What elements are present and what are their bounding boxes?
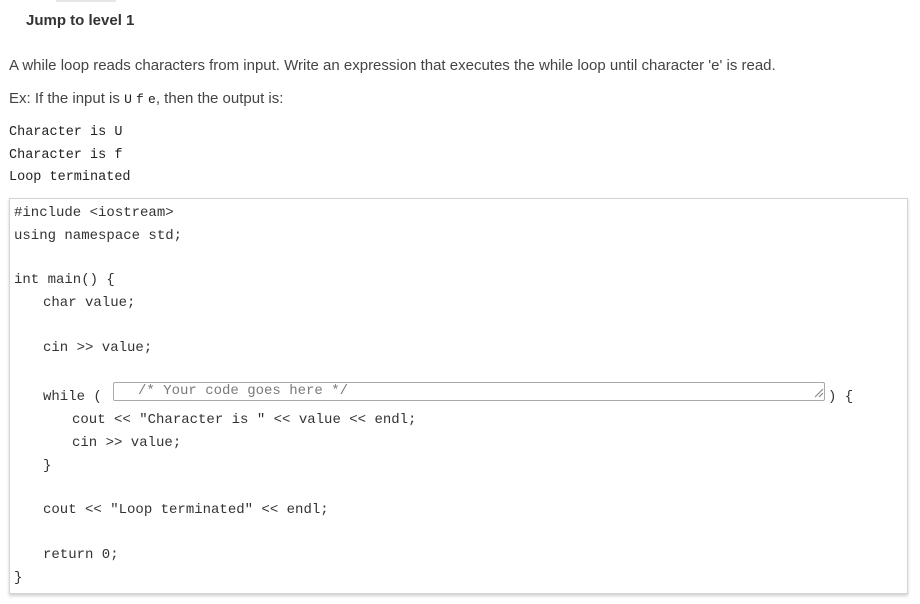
example-input-token: e (148, 92, 156, 107)
code-line-include: #include <iostream> (14, 205, 174, 221)
code-answer-input[interactable] (113, 382, 825, 401)
expected-output-line: Loop terminated (9, 170, 131, 185)
example-input-token: U (124, 92, 132, 107)
resize-grip-icon[interactable] (814, 388, 824, 398)
code-line-decl: char value; (43, 295, 136, 311)
expected-output-line: Character is f (9, 147, 123, 163)
code-editor: #include <iostream> using namespace std;… (9, 198, 908, 594)
code-line-while: while ( (43, 389, 102, 405)
code-line-cout-done: cout << "Loop terminated" << endl; (43, 502, 329, 518)
code-line-read-again: cin >> value; (72, 435, 182, 451)
code-line-main: int main() { (14, 272, 115, 288)
code-line-return: return 0; (43, 547, 119, 563)
instruction-text: A while loop reads characters from input… (9, 57, 776, 74)
example-prefix: Ex: If the input is (9, 90, 125, 107)
code-line-read: cin >> value; (43, 340, 153, 356)
example-line: Ex: If the input is U f e, then the outp… (9, 90, 283, 107)
level-title: Jump to level 1 (26, 12, 135, 29)
expected-output: Character is U Character is f Loop termi… (9, 122, 131, 190)
example-input-token: f (136, 92, 144, 107)
code-line-using: using namespace std; (14, 228, 183, 244)
code-line-while-end: ) { (828, 389, 854, 405)
top-divider (56, 0, 116, 2)
expected-output-line: Character is U (9, 125, 123, 140)
code-line-close-main: } (14, 570, 23, 586)
code-line-cout-char: cout << "Character is " << value << endl… (72, 412, 417, 428)
code-line-close-inner: } (43, 458, 52, 474)
example-suffix: , then the output is: (155, 90, 284, 107)
